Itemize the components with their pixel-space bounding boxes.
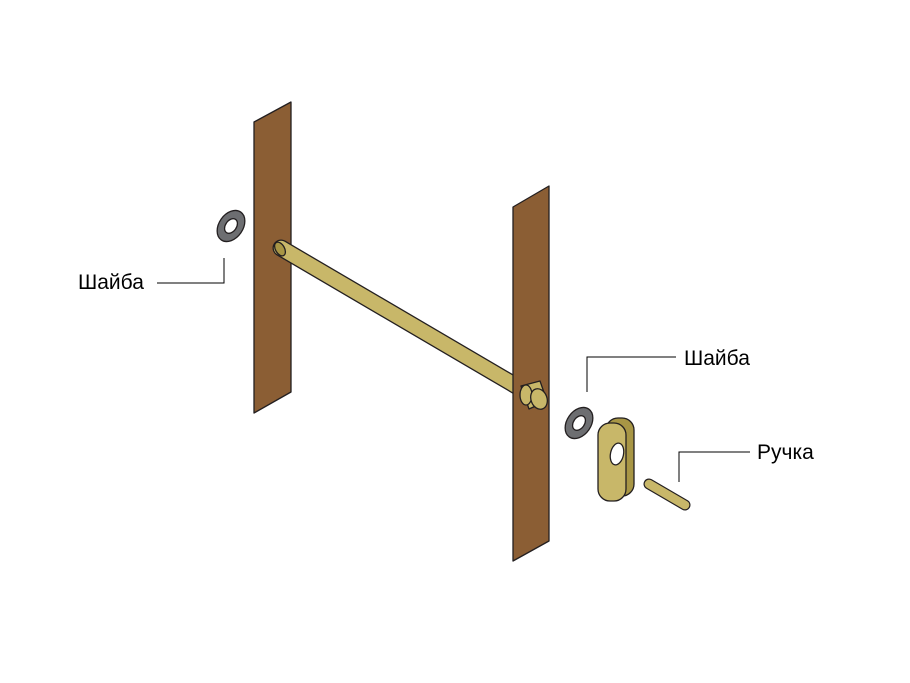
rod-end-cap — [519, 380, 548, 410]
washer-left — [216, 209, 246, 243]
label-washer-right: Шайба — [684, 347, 750, 370]
washer-right — [564, 406, 594, 440]
handle-pin — [643, 478, 691, 511]
label-handle: Ручка — [757, 441, 814, 464]
leader-washer-right — [586, 356, 676, 392]
escutcheon-plate — [597, 417, 635, 502]
label-washer-left: Шайба — [78, 271, 144, 294]
right-wood-panel — [512, 185, 550, 562]
leader-handle — [678, 451, 750, 482]
leader-washer-left — [157, 258, 225, 284]
brass-rod — [272, 239, 539, 403]
left-wood-panel — [253, 101, 292, 414]
